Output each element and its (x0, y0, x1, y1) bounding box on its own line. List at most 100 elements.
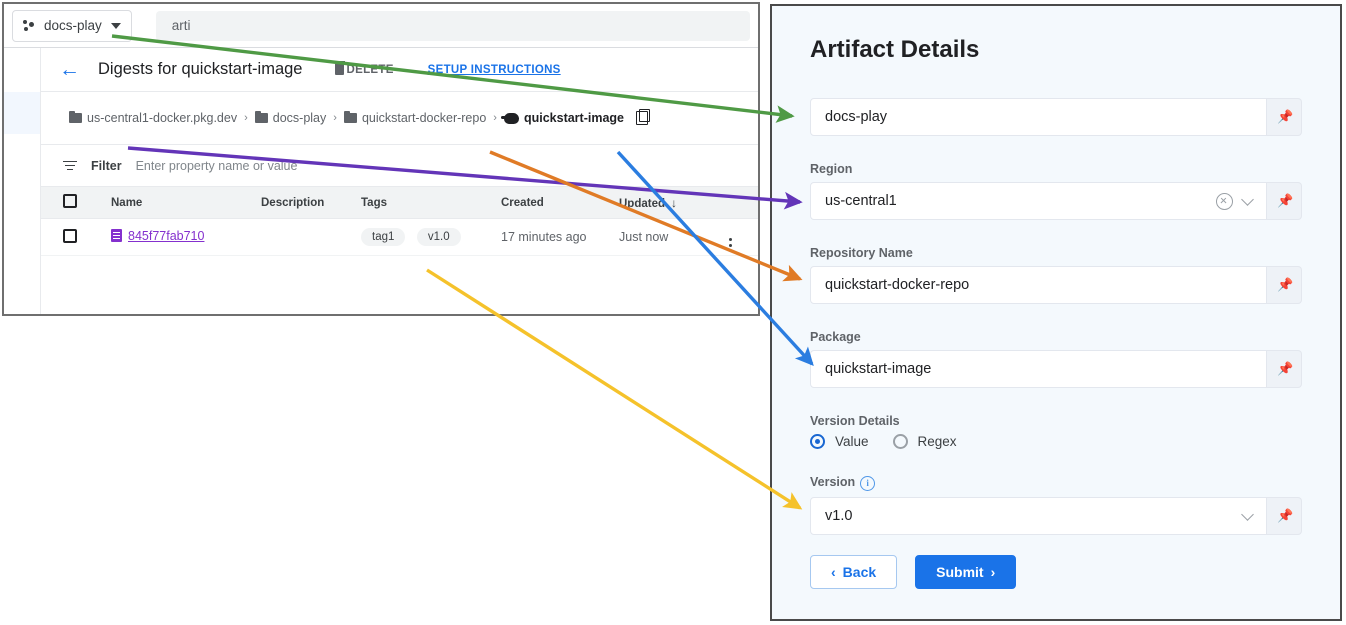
version-input[interactable]: v1.0 (810, 497, 1267, 535)
field-group-project: docs-play 📌 (810, 98, 1302, 136)
page-header: ← Digests for quickstart-image DELETE SE… (41, 48, 758, 92)
row-name-cell: 845f77fab710 (111, 218, 261, 256)
column-header-name[interactable]: Name (111, 186, 261, 219)
setup-instructions-link[interactable]: SETUP INSTRUCTIONS (427, 63, 561, 76)
row-actions-cell (729, 218, 758, 256)
pin-icon: 📌 (1277, 277, 1294, 292)
row-description-cell (261, 218, 361, 256)
panel-buttons: ‹ Back Submit › (810, 555, 1302, 589)
field-group-package: Package quickstart-image 📌 (810, 330, 1302, 388)
page-title: Digests for quickstart-image (98, 60, 303, 78)
copy-icon[interactable] (636, 108, 651, 125)
pin-icon: 📌 (1277, 109, 1294, 124)
package-input[interactable]: quickstart-image (810, 350, 1267, 388)
column-header-tags[interactable]: Tags (361, 186, 501, 219)
package-pin-button[interactable]: 📌 (1267, 350, 1302, 388)
folder-icon (69, 110, 82, 123)
repository-field-row: quickstart-docker-repo 📌 (810, 266, 1302, 304)
back-button-glyph: ‹ (831, 564, 836, 580)
radio-value-label: Value (835, 434, 869, 449)
folder-icon (343, 110, 357, 123)
filter-icon (63, 160, 77, 171)
filter-bar[interactable]: Filter Enter property name or value (41, 144, 758, 186)
docker-whale-icon (500, 112, 519, 124)
tag-chip[interactable]: v1.0 (416, 228, 461, 246)
repository-pin-button[interactable]: 📌 (1267, 266, 1302, 304)
caret-down-icon (110, 22, 121, 29)
table-row[interactable]: 845f77fab710 tag1 v1.0 17 minutes ago Ju… (41, 218, 758, 256)
folder-icon (254, 110, 268, 123)
left-nav-active-item[interactable] (4, 92, 40, 134)
radio-value[interactable] (810, 434, 825, 449)
column-header-actions (729, 186, 758, 219)
submit-button-glyph: › (990, 564, 996, 580)
console-content: ← Digests for quickstart-image DELETE SE… (41, 48, 758, 314)
breadcrumb-item-repo[interactable]: quickstart-docker-repo (343, 110, 487, 125)
field-group-repository: Repository Name quickstart-docker-repo 📌 (810, 246, 1302, 304)
region-input[interactable]: us-central1 (810, 182, 1267, 220)
repository-input[interactable]: quickstart-docker-repo (810, 266, 1267, 304)
region-pin-button[interactable]: 📌 (1267, 182, 1302, 220)
breadcrumb-label: quickstart-image (523, 111, 624, 125)
row-checkbox[interactable] (63, 228, 77, 243)
breadcrumb-label: quickstart-docker-repo (361, 111, 487, 125)
submit-button[interactable]: Submit › (915, 555, 1017, 589)
chevron-down-icon[interactable] (1241, 192, 1254, 206)
clear-icon[interactable] (1216, 192, 1233, 210)
column-header-created[interactable]: Created (501, 186, 619, 219)
region-input-value: us-central1 (825, 193, 897, 209)
row-created-cell: 17 minutes ago (501, 218, 619, 256)
repository-label: Repository Name (810, 246, 913, 260)
package-field-row: quickstart-image 📌 (810, 350, 1302, 388)
row-select-cell (41, 218, 111, 256)
digest-link[interactable]: 845f77fab710 (111, 229, 204, 243)
back-arrow-icon[interactable]: ← (59, 58, 80, 81)
filter-label: Filter (91, 158, 122, 173)
console-top-bar: docs-play arti (4, 4, 758, 48)
chevron-down-icon[interactable] (1241, 507, 1254, 521)
delete-button-label: DELETE (346, 63, 394, 76)
region-label: Region (810, 162, 853, 176)
version-field-row: v1.0 📌 (810, 497, 1302, 535)
breadcrumb-item-image[interactable]: quickstart-image (500, 111, 624, 125)
back-button-label: Back (842, 564, 877, 580)
trash-icon (333, 61, 345, 75)
breadcrumb-label: docs-play (272, 111, 327, 125)
package-label: Package (810, 330, 861, 344)
radio-regex[interactable] (892, 434, 908, 449)
back-button[interactable]: ‹ Back (810, 555, 898, 589)
info-icon[interactable]: i (860, 476, 876, 491)
submit-button-label: Submit (936, 564, 984, 580)
select-all-checkbox[interactable] (63, 194, 77, 208)
project-selector-label: docs-play (44, 18, 102, 33)
row-updated-cell: Just now (619, 218, 729, 256)
project-selector[interactable]: docs-play (12, 9, 132, 42)
console-body: ← Digests for quickstart-image DELETE SE… (4, 48, 758, 314)
select-all-header (41, 186, 111, 219)
filter-input[interactable]: Enter property name or value (135, 158, 298, 173)
row-tags-cell: tag1 v1.0 (361, 218, 501, 256)
region-field-row: us-central1 📌 (810, 182, 1302, 220)
left-nav-rail[interactable] (4, 48, 41, 314)
breadcrumb-item-project[interactable]: docs-play (254, 110, 327, 125)
version-pin-button[interactable]: 📌 (1267, 497, 1302, 535)
package-input-value: quickstart-image (825, 361, 932, 377)
artifact-details-panel: Artifact Details docs-play 📌 Region us-c… (770, 4, 1342, 621)
column-header-description[interactable]: Description (261, 186, 361, 219)
digest-link-label: 845f77fab710 (128, 228, 205, 243)
breadcrumb-item-registry[interactable]: us-central1-docker.pkg.dev (69, 110, 237, 125)
column-header-updated[interactable]: Updated↓ (619, 186, 729, 219)
pin-icon: 📌 (1277, 361, 1294, 376)
version-details-radio-group: Value Regex (810, 434, 1302, 449)
tag-chip[interactable]: tag1 (361, 228, 406, 246)
version-details-label: Version Details (810, 414, 900, 428)
project-pin-button[interactable]: 📌 (1267, 98, 1302, 136)
console-search-input[interactable]: arti (155, 10, 750, 41)
gcp-console-window: docs-play arti ← Digests for quickstart-… (2, 2, 760, 316)
project-input[interactable]: docs-play (810, 98, 1267, 136)
column-header-updated-label: Updated (619, 197, 665, 210)
breadcrumb: us-central1-docker.pkg.dev › docs-play ›… (41, 92, 758, 144)
delete-button[interactable]: DELETE (333, 61, 394, 76)
